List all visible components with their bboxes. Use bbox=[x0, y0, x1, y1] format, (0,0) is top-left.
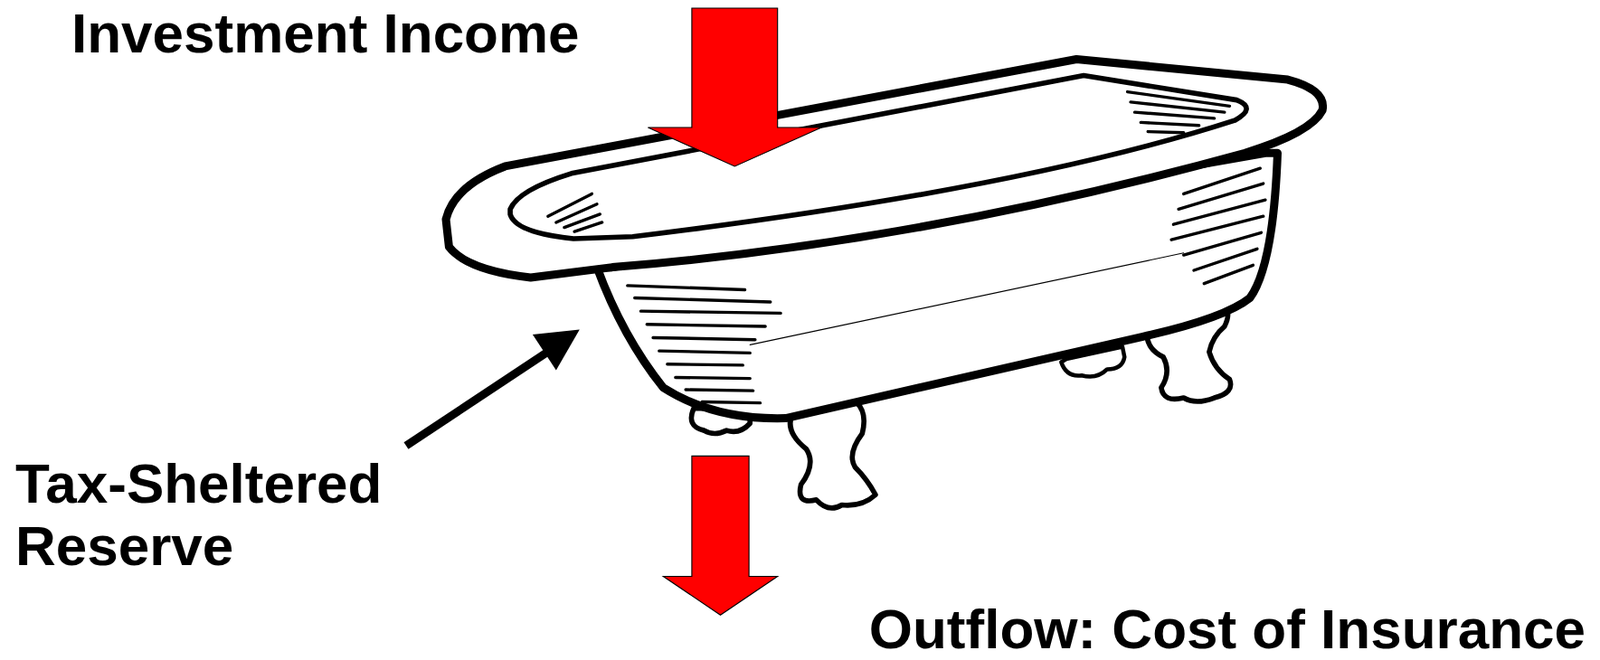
tub-rim bbox=[445, 58, 1324, 277]
claw-foot bbox=[790, 403, 876, 509]
pointer-head bbox=[532, 329, 580, 370]
tub-opening bbox=[510, 75, 1247, 240]
shading-lines bbox=[548, 92, 1231, 233]
inflow-label: Investment Income bbox=[71, 1, 580, 65]
outflow-arrow bbox=[662, 455, 777, 616]
pointer-line bbox=[406, 352, 547, 446]
outflow-label: Outflow: Cost of Insurance bbox=[869, 597, 1586, 660]
inflow-arrow bbox=[647, 8, 822, 167]
reserve-label: Tax-Sheltered Reserve bbox=[15, 452, 486, 578]
